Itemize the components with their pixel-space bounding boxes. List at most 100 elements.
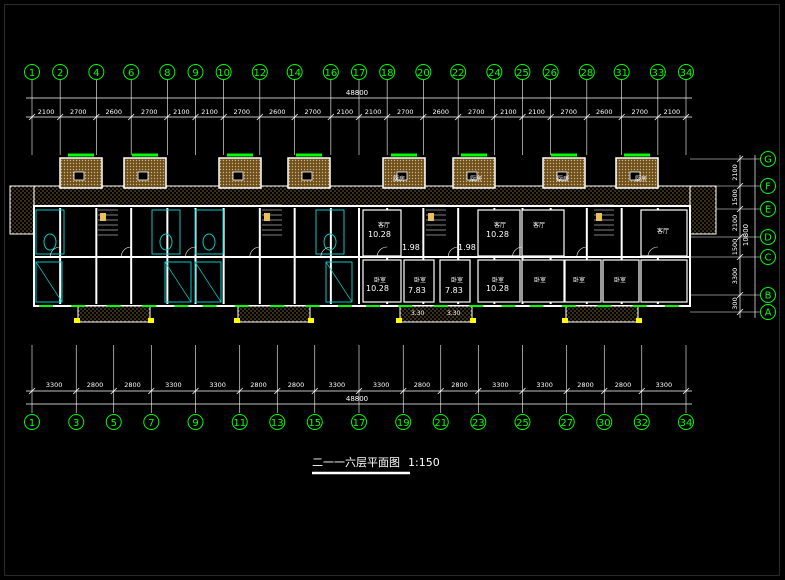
door-swing	[49, 246, 61, 258]
bottom-axis-number: 17	[353, 418, 366, 429]
top-dim-text: 2600	[432, 108, 449, 116]
top-dim-text: 2700	[397, 108, 414, 116]
top-axis-number: 2	[57, 68, 63, 79]
bottom-axis-bubble	[351, 414, 367, 430]
balcony-right	[689, 185, 717, 235]
bottom-dim-tick	[355, 387, 363, 395]
bottom-dim-tick	[682, 387, 690, 395]
room-space	[439, 259, 471, 303]
kitchen-sink	[232, 171, 244, 181]
bottom-dim-text: 3300	[329, 381, 346, 389]
building-plan	[9, 153, 717, 323]
bathtub-fixture	[35, 261, 63, 303]
bottom-dim-tick	[600, 387, 608, 395]
bottom-dim-text: 2800	[124, 381, 141, 389]
bottom-axis-bubble	[105, 414, 122, 430]
door-swing	[185, 246, 196, 258]
bathtub-diagonal	[164, 261, 192, 303]
top-axis-number: 17	[353, 68, 366, 79]
room-label-bed-f: 卧室	[573, 276, 585, 284]
kitchen-sink	[301, 171, 313, 181]
top-dim-tick	[127, 113, 135, 121]
bathtub-diagonal	[325, 261, 353, 303]
bottom-axis-number: 19	[397, 418, 410, 429]
top-axis-number: 31	[615, 68, 628, 79]
top-dim-text: 2100	[173, 108, 190, 116]
bottom-axis-bubble	[633, 414, 650, 430]
bottom-dim-tick	[474, 387, 482, 395]
top-dim-text: 2700	[560, 108, 577, 116]
bottom-dim-text: 2800	[577, 381, 594, 389]
bottom-dim-text: 3300	[656, 381, 673, 389]
door-swing	[376, 246, 388, 258]
toilet-fixture	[202, 233, 216, 251]
top-dim-text: 2700	[468, 108, 485, 116]
room-space	[640, 259, 688, 303]
kitchen-sink	[556, 171, 568, 181]
room-area-bed-c: 7.83	[445, 286, 463, 295]
top-dim-tick	[192, 113, 199, 121]
bottom-axis-number: 7	[148, 418, 154, 429]
top-dim-tick	[682, 113, 690, 121]
kitchen-sink	[466, 171, 478, 181]
bottom-axis-bubble	[432, 414, 449, 430]
bottom-axis-number: 32	[635, 418, 648, 429]
column-marker	[148, 318, 154, 323]
side-dim-tick	[736, 308, 744, 316]
bottom-dim-text: 2800	[414, 381, 431, 389]
side-dim-tick	[736, 155, 744, 163]
bottom-axis-number: 21	[434, 418, 447, 429]
bottom-dim-tick	[273, 387, 281, 395]
bottom-dim-tick	[311, 387, 319, 395]
side-axis-letter: C	[765, 253, 772, 264]
room-label-bed-e: 卧室	[534, 276, 546, 284]
top-dim-tick	[56, 113, 64, 121]
top-dim-text: 2700	[233, 108, 250, 116]
stair-landing	[428, 213, 434, 221]
bottom-dim-tick	[147, 387, 155, 395]
side-dim-text: 3300	[731, 268, 739, 285]
bottom-axis-bubble	[395, 414, 412, 430]
bottom-axis-number: 23	[472, 418, 485, 429]
room-space	[640, 209, 688, 257]
total-depth: 10800	[742, 224, 750, 246]
top-axis-bubble	[286, 64, 303, 80]
top-axis-number: 16	[324, 68, 337, 79]
room-space	[521, 259, 565, 303]
top-axis-number: 12	[253, 68, 266, 79]
bottom-axis-number: 9	[192, 418, 198, 429]
top-dim-tick	[220, 113, 227, 121]
side-dim-text: 2100	[731, 164, 739, 181]
bottom-axis-number: 25	[516, 418, 529, 429]
room-label-kitchen-a: 厨房	[393, 175, 405, 183]
bathtub-fixture	[194, 261, 222, 303]
bottom-axis-number: 11	[233, 418, 246, 429]
top-axis-bubble	[486, 64, 503, 80]
column-marker	[562, 318, 568, 323]
side-axis-bubble	[760, 249, 776, 265]
room-area-bed-b: 7.83	[408, 286, 426, 295]
bottom-dim-text: 3300	[492, 381, 509, 389]
room-label-bed-b: 卧室	[414, 276, 426, 284]
door-swing	[249, 246, 260, 258]
top-dim-text: 2700	[141, 108, 158, 116]
top-dim-text: 2700	[304, 108, 321, 116]
room-label-living-d: 客厅	[657, 227, 669, 235]
side-dim-tick	[736, 253, 744, 261]
toilet-fixture	[159, 233, 173, 251]
top-dim-tick	[355, 113, 363, 121]
bottom-dim-tick	[638, 387, 646, 395]
bottom-dim-tick	[72, 387, 80, 395]
top-axis-number: 4	[93, 68, 99, 79]
door-swing	[576, 246, 587, 258]
room-area-living-a: 10.28	[368, 230, 391, 239]
top-dim-tick	[420, 113, 427, 121]
toilet-fixture	[323, 233, 337, 251]
stair-landing	[264, 213, 270, 221]
top-axis-bubble	[678, 64, 694, 80]
top-axis-bubble	[251, 64, 268, 80]
